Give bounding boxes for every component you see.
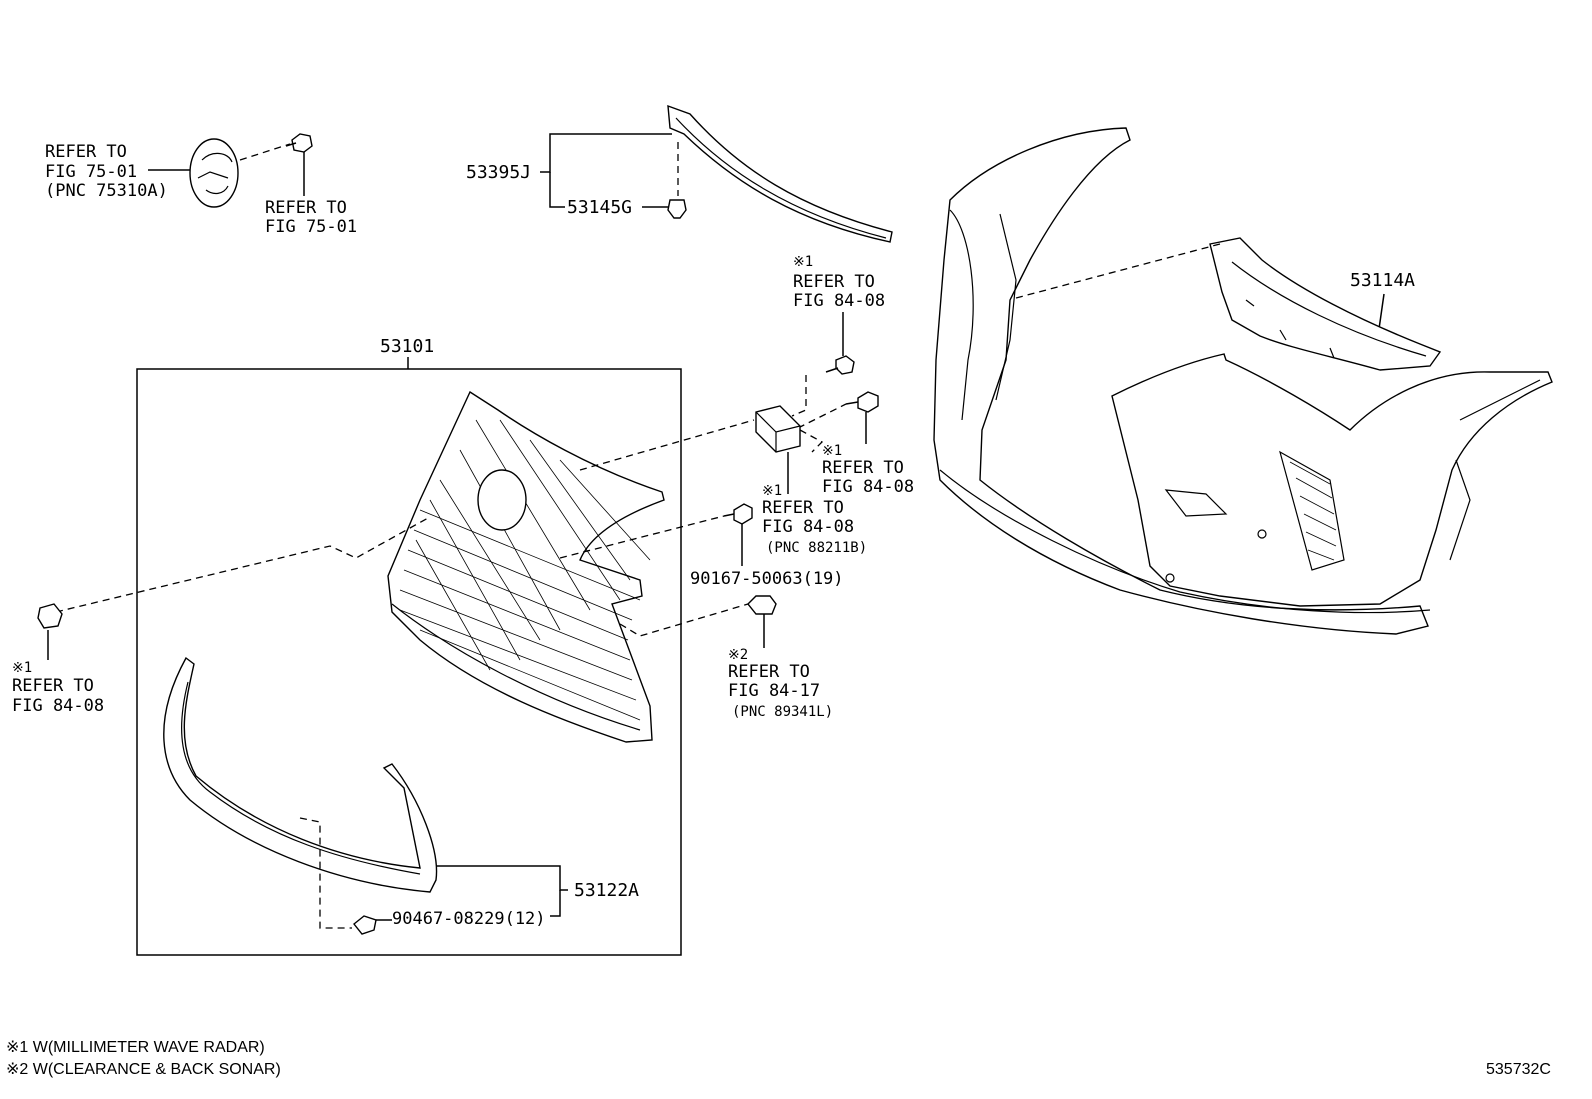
clip-callout[interactable]: 53145G bbox=[567, 197, 668, 218]
bumper-support-part-number: 53114A bbox=[1350, 270, 1415, 291]
footnote-radar: ※1 W(MILLIMETER WAVE RADAR) bbox=[6, 1039, 265, 1056]
sonar-callout[interactable]: ※2 REFER TO FIG 84-17 (PNC 89341L) bbox=[728, 647, 833, 720]
radar-sensor-ref-line1: REFER TO bbox=[762, 498, 844, 518]
radar-screw-top-ref-line2: FIG 84-08 bbox=[793, 291, 885, 311]
emblem-screw-callout[interactable]: REFER TO FIG 75-01 bbox=[265, 198, 357, 237]
sonar-mark: ※2 bbox=[728, 647, 748, 663]
emblem-callout[interactable]: REFER TO FIG 75-01 (PNC 75310A) bbox=[45, 142, 192, 201]
radar-screw-right-ref-line1: REFER TO bbox=[822, 458, 904, 478]
nut-left-callout[interactable]: ※1 REFER TO FIG 84-08 bbox=[12, 660, 104, 716]
lower-clip-callout[interactable]: 90467-08229(12) bbox=[376, 909, 546, 929]
nut-left-drawing bbox=[37, 603, 63, 660]
sonar-ref-line3: (PNC 89341L) bbox=[732, 704, 833, 720]
emblem-screw-ref-line2: FIG 75-01 bbox=[265, 217, 357, 237]
emblem-screw-ref-line1: REFER TO bbox=[265, 198, 347, 218]
emblem-drawing bbox=[189, 138, 291, 208]
molding-callout[interactable]: 53395J bbox=[466, 133, 672, 208]
lower-molding-callout[interactable]: 53122A bbox=[436, 865, 639, 917]
emblem-ref-line3: (PNC 75310A) bbox=[45, 181, 168, 201]
radar-screw-right-ref-line2: FIG 84-08 bbox=[822, 477, 914, 497]
radar-sensor-ref-line3: (PNC 88211B) bbox=[766, 540, 867, 556]
bolt-part-number: 90167-50063(19) bbox=[690, 569, 844, 589]
radar-sensor-drawing bbox=[755, 405, 824, 494]
sonar-ref-line2: FIG 84-17 bbox=[728, 681, 820, 701]
grille-drawing bbox=[55, 390, 755, 743]
emblem-screw-drawing bbox=[285, 133, 313, 196]
clip-part-number: 53145G bbox=[567, 197, 632, 218]
lower-clip-part-number: 90467-08229(12) bbox=[392, 909, 546, 929]
nut-left-mark: ※1 bbox=[12, 660, 32, 676]
radar-screw-right-mark: ※1 bbox=[822, 443, 842, 459]
radar-sensor-mark: ※1 bbox=[762, 483, 782, 499]
sonar-ref-line1: REFER TO bbox=[728, 662, 810, 682]
radar-screw-top-ref-line1: REFER TO bbox=[793, 272, 875, 292]
grille-assembly-box bbox=[136, 368, 682, 956]
upper-molding-drawing bbox=[667, 104, 893, 243]
bumper-cover-drawing bbox=[933, 127, 1553, 635]
emblem-ref-line2: FIG 75-01 bbox=[45, 162, 137, 182]
nut-left-ref-line2: FIG 84-08 bbox=[12, 696, 104, 716]
radar-screw-right-drawing bbox=[797, 391, 879, 444]
grille-assembly-callout[interactable]: 53101 bbox=[136, 336, 682, 956]
footnote-sonar: ※2 W(CLEARANCE & BACK SONAR) bbox=[6, 1061, 281, 1078]
radar-sensor-callout[interactable]: ※1 REFER TO FIG 84-08 (PNC 88211B) bbox=[762, 483, 867, 556]
grille-assembly-part-number: 53101 bbox=[380, 336, 434, 357]
bumper-support-drawing bbox=[1209, 237, 1442, 371]
emblem-ref-line1: REFER TO bbox=[45, 142, 127, 162]
radar-screw-top-mark: ※1 bbox=[793, 254, 813, 270]
bolt-callout[interactable]: 90167-50063(19) bbox=[690, 569, 844, 589]
lower-molding-part-number: 53122A bbox=[574, 880, 639, 901]
nut-left-ref-line1: REFER TO bbox=[12, 676, 94, 696]
radar-sensor-ref-line2: FIG 84-08 bbox=[762, 517, 854, 537]
radar-screw-right-callout[interactable]: ※1 REFER TO FIG 84-08 bbox=[822, 443, 914, 497]
molding-part-number: 53395J bbox=[466, 162, 531, 183]
radar-screw-top-drawing bbox=[791, 355, 855, 417]
bolt-drawing bbox=[723, 503, 753, 566]
sonar-drawing bbox=[747, 595, 777, 648]
diagram-id: 535732C bbox=[1486, 1061, 1551, 1078]
lower-molding-drawing bbox=[163, 656, 438, 935]
radar-screw-top-callout[interactable]: ※1 REFER TO FIG 84-08 bbox=[793, 254, 885, 356]
